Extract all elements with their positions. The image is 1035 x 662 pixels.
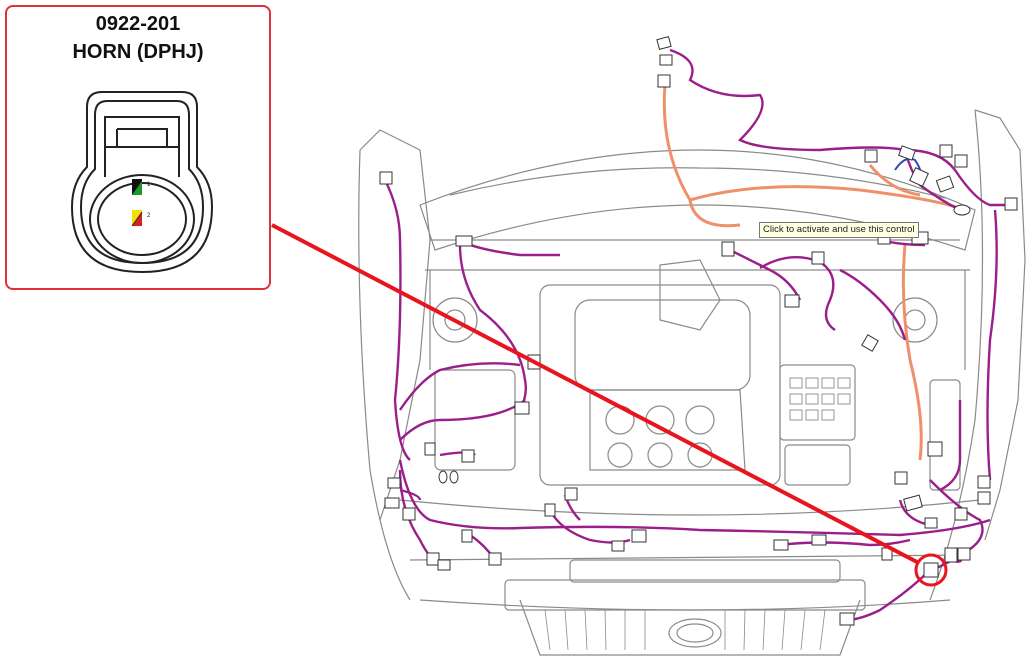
connector — [657, 74, 671, 88]
horn-connector-highlight — [914, 553, 948, 587]
connector — [544, 503, 556, 517]
connector — [461, 529, 473, 543]
connector — [864, 149, 878, 163]
connector — [953, 204, 971, 216]
connector — [927, 441, 943, 457]
connector — [898, 145, 916, 161]
connector — [426, 552, 440, 566]
connector — [611, 540, 625, 552]
connector — [514, 401, 530, 415]
activate-control-tooltip[interactable]: Click to activate and use this control — [759, 222, 919, 238]
connector — [438, 470, 448, 484]
connector — [488, 552, 502, 566]
connector — [656, 36, 672, 50]
connector — [923, 562, 939, 578]
connector-face-icon — [70, 91, 214, 274]
connector — [424, 442, 436, 456]
connector — [811, 534, 827, 546]
connector — [935, 175, 955, 193]
connector — [564, 487, 578, 501]
connector — [379, 171, 393, 185]
connector — [957, 547, 971, 561]
connector — [954, 507, 968, 521]
connector — [903, 494, 923, 512]
vehicle-outline — [358, 109, 1026, 656]
connector — [721, 241, 735, 257]
connector — [894, 471, 908, 485]
pin-1-number: 1 — [147, 182, 151, 188]
connector — [977, 475, 991, 489]
connector — [437, 559, 451, 571]
connector — [449, 470, 459, 484]
connector — [461, 449, 475, 463]
connector-name: HORN (DPHJ) — [72, 41, 204, 63]
connector — [839, 612, 855, 626]
connector-code: 0922-201 — [95, 13, 181, 35]
connector — [387, 477, 401, 489]
connector — [939, 144, 953, 158]
connectors — [379, 36, 1018, 626]
pin-2 — [131, 210, 143, 227]
connector — [811, 251, 825, 265]
connector — [773, 539, 789, 551]
connector — [402, 507, 416, 521]
connector — [944, 547, 958, 563]
connector — [909, 167, 929, 187]
connector — [977, 491, 991, 505]
leader-line — [271, 223, 918, 564]
connector — [1004, 197, 1018, 211]
connector — [784, 294, 800, 308]
connector — [659, 54, 673, 66]
connector — [924, 517, 938, 529]
orange-harness — [662, 84, 966, 461]
connector — [954, 154, 968, 168]
connector — [631, 529, 647, 543]
connector-callout: 0922-201 HORN (DPHJ) 1 2 — [5, 5, 271, 290]
pin-2-number: 2 — [147, 213, 151, 219]
connector — [455, 235, 473, 247]
pin-1 — [132, 179, 142, 195]
connector — [384, 497, 400, 509]
connector — [861, 334, 879, 352]
